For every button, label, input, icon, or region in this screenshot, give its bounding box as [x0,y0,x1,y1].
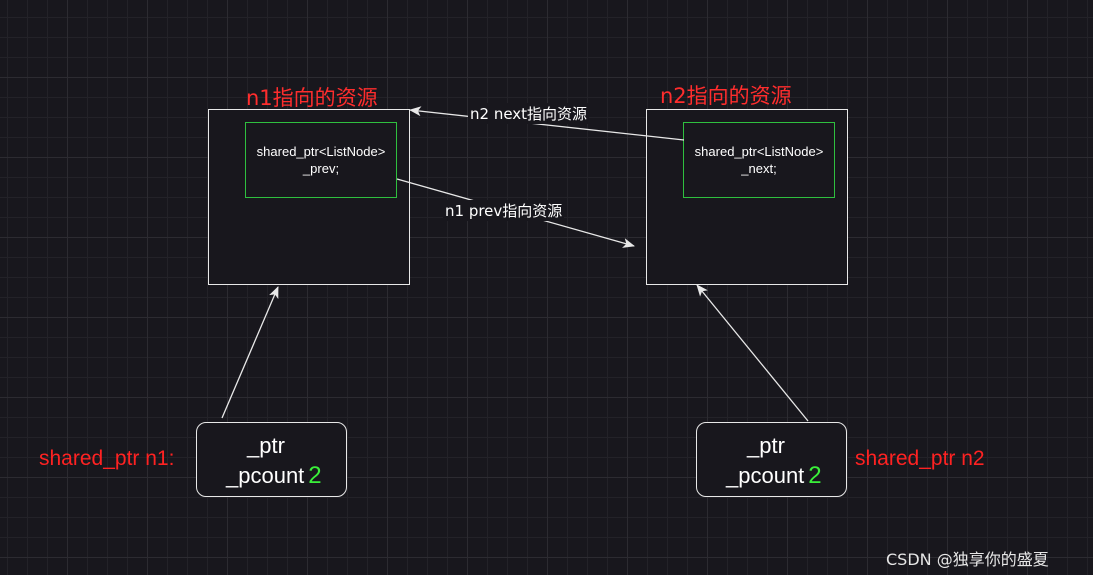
n1-ptr-field: _ptr [247,433,285,458]
n1-prev-field[interactable]: shared_ptr<ListNode> _prev; [245,122,397,198]
n2-next-edge-label: n2 next指向资源 [468,103,590,124]
n2-resource-title: n2指向的资源 [660,84,792,108]
n1-pcount-value: 2 [308,462,322,489]
n2-pointer-arrow [696,284,809,422]
n2-next-field-type: shared_ptr<ListNode> [694,144,824,159]
n1-pointer-label: shared_ptr n1: [39,447,175,470]
n1-resource-title: n1指向的资源 [246,86,378,110]
n2-next-field-name: _next; [741,161,777,176]
n2-pcount-value: 2 [808,462,822,489]
n2-pcount-field: _pcount [726,463,805,488]
csdn-watermark: CSDN @独享你的盛夏 [886,550,1049,569]
n2-next-arrow [409,106,685,141]
n2-next-field[interactable]: shared_ptr<ListNode> _next; [683,122,835,198]
n1-pointer-arrow [221,286,279,419]
n1-pcount-field: _pcount [226,463,305,488]
n2-pointer-label: shared_ptr n2 [855,447,985,470]
n1-prev-field-type: shared_ptr<ListNode> [256,144,386,159]
n1-prev-edge-label: n1 prev指向资源 [443,200,565,221]
n1-prev-field-name: _prev; [302,161,340,176]
n2-ptr-field: _ptr [747,433,785,458]
